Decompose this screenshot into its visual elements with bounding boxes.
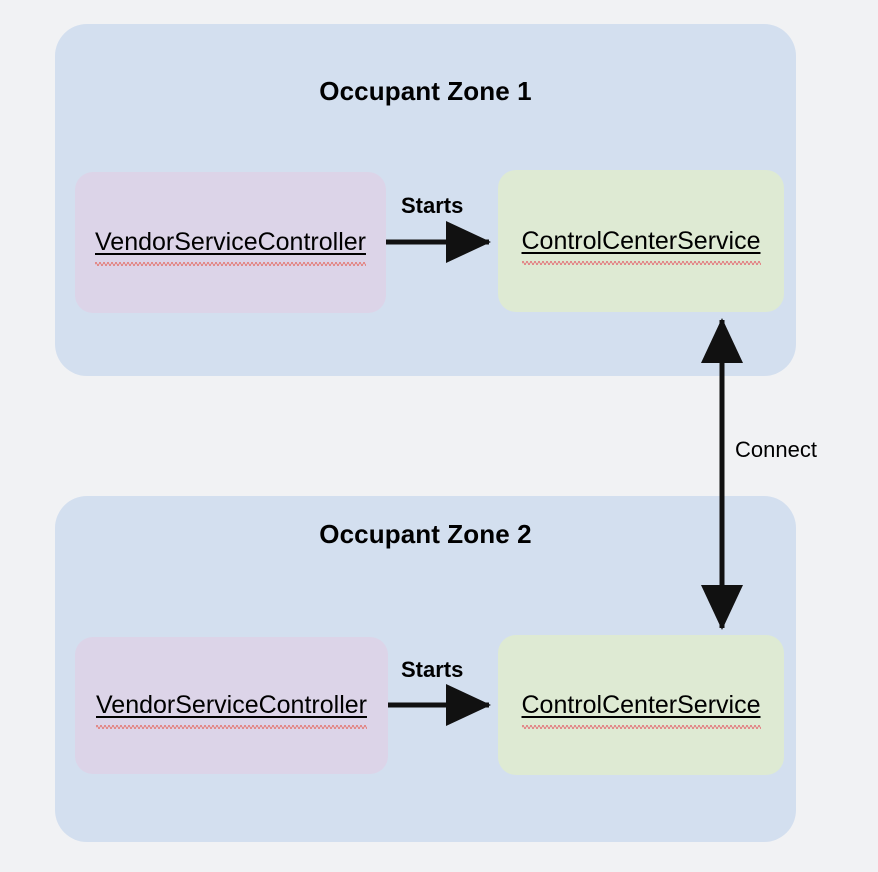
node-control-center-service-zone-1[interactable]: ControlCenterService <box>498 170 784 312</box>
node-label-vendor-service-controller-zone-1: VendorServiceController <box>95 228 366 266</box>
node-control-center-service-zone-2[interactable]: ControlCenterService <box>498 635 784 775</box>
node-label-control-center-service-zone-2: ControlCenterService <box>521 690 761 729</box>
node-label-control-center-service-zone-1: ControlCenterService <box>521 226 761 265</box>
edge-label-starts-zone-2: Starts <box>401 657 464 682</box>
edge-label-connect: Connect <box>735 437 817 462</box>
node-vendor-service-controller-zone-2[interactable]: VendorServiceController <box>75 637 388 774</box>
occupant-zone-1-title: Occupant Zone 1 <box>319 76 532 106</box>
occupant-zone-2-title: Occupant Zone 2 <box>319 519 532 549</box>
node-label-vendor-service-controller-zone-2: VendorServiceController <box>96 691 367 729</box>
edge-label-starts-zone-1: Starts <box>401 193 464 218</box>
node-vendor-service-controller-zone-1[interactable]: VendorServiceController <box>75 172 386 313</box>
